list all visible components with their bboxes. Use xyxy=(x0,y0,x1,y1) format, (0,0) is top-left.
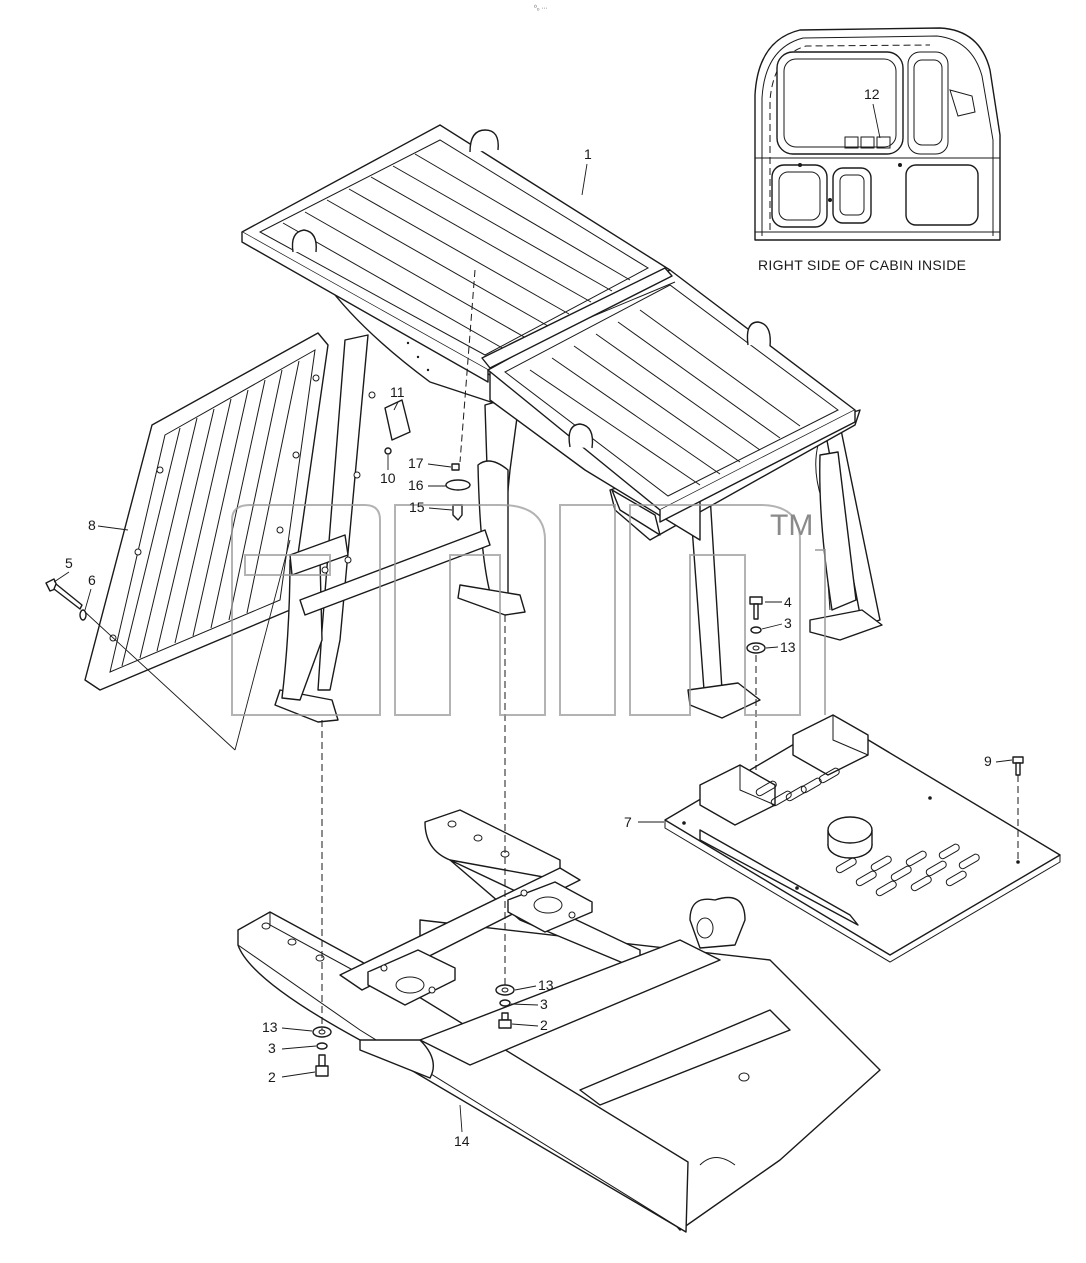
plate-11 xyxy=(384,399,411,441)
callout-3c: 3 xyxy=(784,615,792,631)
cabin-inset: 12 RIGHT SIDE OF CABIN INSIDE xyxy=(754,27,1001,273)
callout-2a: 2 xyxy=(540,1017,548,1033)
front-guard xyxy=(84,332,329,691)
callout-4: 4 xyxy=(784,594,792,610)
callout-10: 10 xyxy=(380,470,396,486)
callout-6: 6 xyxy=(88,572,96,588)
callout-3b: 3 xyxy=(268,1040,276,1056)
callout-14: 14 xyxy=(454,1133,470,1149)
callout-8: 8 xyxy=(88,517,96,533)
callout-17: 17 xyxy=(408,455,424,471)
callout-9: 9 xyxy=(984,753,992,769)
top-guard xyxy=(241,124,883,723)
floor-plate xyxy=(664,714,1061,963)
callout-13c: 13 xyxy=(780,639,796,655)
header-mark: ⁰₀ ∙∙∙ xyxy=(534,4,548,12)
callout-15: 15 xyxy=(409,499,425,515)
callout-7: 7 xyxy=(624,814,632,830)
hardware xyxy=(45,447,1024,1077)
callout-5: 5 xyxy=(65,555,73,571)
callout-11: 11 xyxy=(390,384,405,400)
callout-12: 12 xyxy=(864,86,880,102)
callouts: 1 11 10 17 16 15 8 5 6 4 3 13 9 7 13 3 2 xyxy=(53,146,1013,1149)
callout-16: 16 xyxy=(408,477,424,493)
callout-13a: 13 xyxy=(538,977,554,993)
callout-3a: 3 xyxy=(540,996,548,1012)
callout-13b: 13 xyxy=(262,1019,278,1035)
watermark-tm: TM xyxy=(770,509,813,542)
upper-frame xyxy=(237,809,881,1233)
inset-caption: RIGHT SIDE OF CABIN INSIDE xyxy=(758,257,966,273)
callout-1: 1 xyxy=(584,146,592,162)
callout-2b: 2 xyxy=(268,1069,276,1085)
watermark: TM xyxy=(231,504,826,716)
